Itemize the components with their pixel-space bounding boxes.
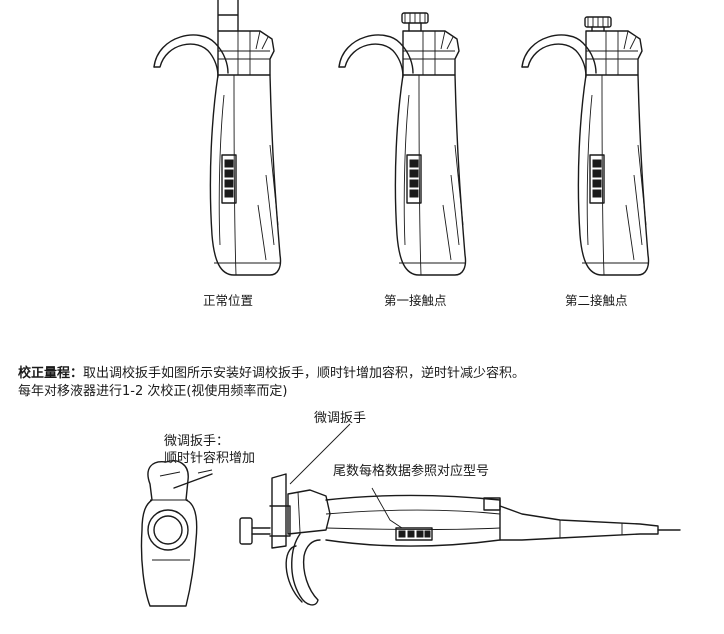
caption-second-contact: 第二接触点 — [565, 293, 628, 308]
pipette-first-contact-drawing — [338, 12, 467, 276]
callout-tail-digits: 尾数每格数据参照对应型号 — [333, 464, 490, 479]
calibration-body: 取出调校扳手如图所示安装好调校扳手，顺时针增加容积，逆时针减少容积。 — [83, 366, 526, 381]
calibration-title: 校正量程： — [18, 366, 84, 381]
pipette-normal-drawing — [153, 0, 282, 276]
callout-wrench-line1: 微调扳手： — [164, 434, 230, 449]
caption-normal-position: 正常位置 — [203, 293, 254, 308]
pipette-front-view-drawing — [140, 460, 213, 607]
pipette-second-contact-drawing — [521, 16, 650, 276]
callout-leader-lines — [197, 423, 403, 529]
callout-wrench-top: 微调扳手 — [314, 411, 367, 426]
callout-wrench-line2: 顺时针容积增加 — [164, 451, 256, 466]
pipette-side-view-drawing — [239, 473, 681, 606]
caption-first-contact: 第一接触点 — [384, 293, 447, 308]
calibration-note: 每年对移液器进行1-2 次校正(视使用频率而定) — [18, 384, 288, 399]
calibration-paragraph: 校正量程：取出调校扳手如图所示安装好调校扳手，顺时针增加容积，逆时针减少容积。 — [18, 362, 525, 381]
